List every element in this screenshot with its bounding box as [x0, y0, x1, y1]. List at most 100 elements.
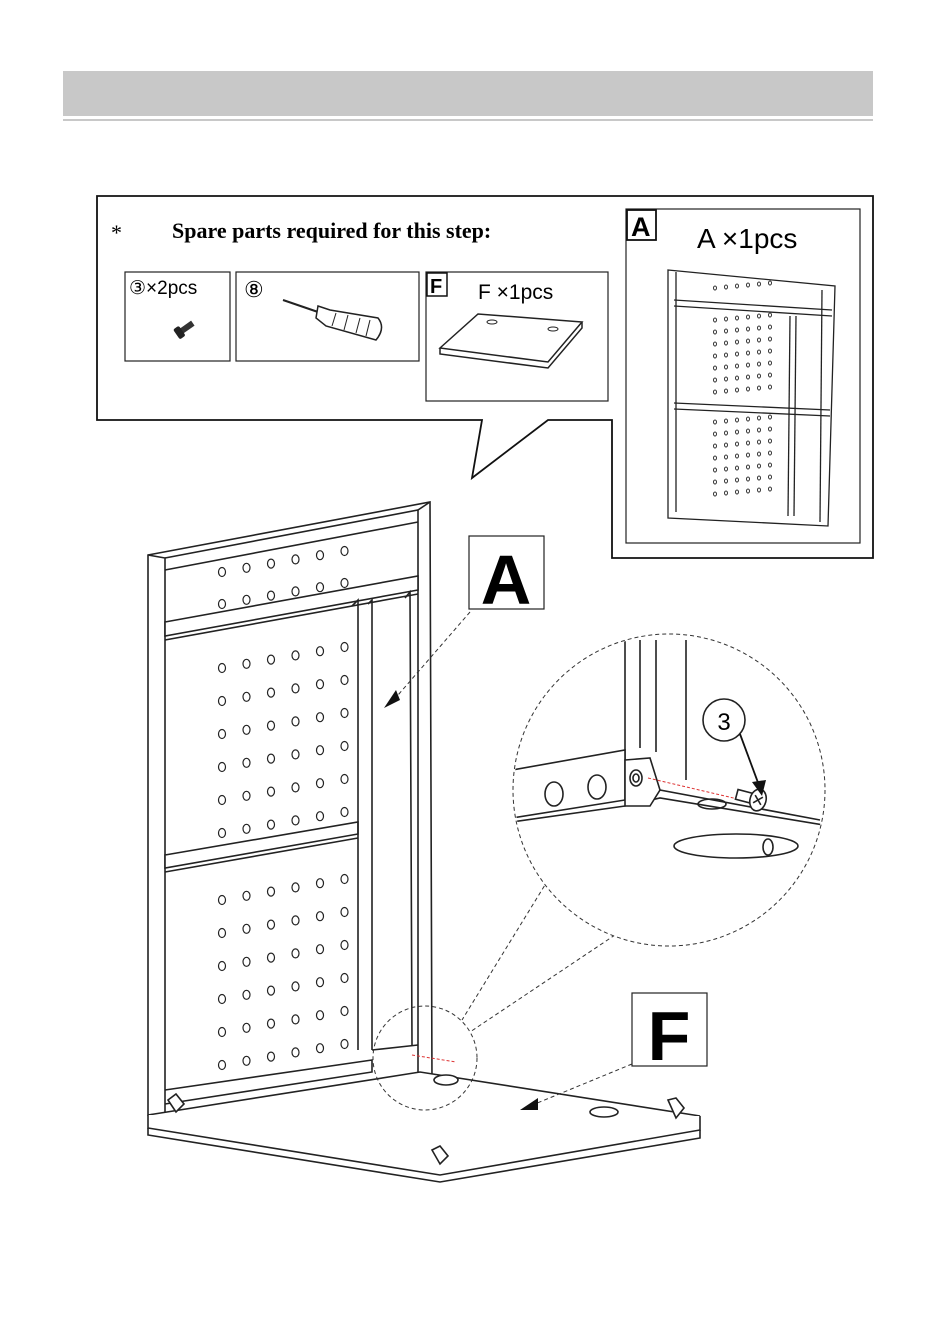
panel-hole — [317, 551, 324, 560]
panel-hole — [341, 1040, 348, 1049]
panel-hole — [219, 896, 226, 905]
panel-hole — [341, 875, 348, 884]
panel-hole — [219, 1061, 226, 1070]
panel-hole — [292, 587, 299, 596]
panel-hole — [268, 559, 275, 568]
panel-hole — [243, 1056, 250, 1065]
panel-hole — [317, 912, 324, 921]
panel-hole — [341, 579, 348, 588]
panel-hole — [292, 555, 299, 564]
panel-hole — [317, 746, 324, 755]
panel-hole — [317, 680, 324, 689]
callout-number: 3 — [717, 709, 730, 736]
panel-hole — [243, 659, 250, 668]
panel-hole — [341, 974, 348, 983]
part-a-label: A ×1pcs — [697, 223, 797, 254]
panel-hole — [219, 600, 226, 609]
panel-hole — [292, 651, 299, 660]
panel-hole — [219, 697, 226, 706]
panel-hole — [317, 779, 324, 788]
panel-hole — [341, 908, 348, 917]
panel-hole — [317, 647, 324, 656]
panel-hole — [317, 1011, 324, 1020]
panel-hole — [219, 995, 226, 1004]
panel-hole — [292, 684, 299, 693]
panel-hole — [317, 978, 324, 987]
panel-hole — [243, 758, 250, 767]
detail-zoom-circle: 3 — [462, 634, 830, 1032]
panel-hole — [219, 829, 226, 838]
panel-hole — [292, 1048, 299, 1057]
part-screwdriver-label: ⑧ — [244, 277, 264, 302]
panel-hole — [268, 787, 275, 796]
panel-hole — [317, 713, 324, 722]
panel-hole — [219, 962, 226, 971]
part-a-card: A A ×1pcs — [626, 209, 860, 543]
panel-hole — [243, 924, 250, 933]
panel-hole — [243, 824, 250, 833]
panel-hole — [292, 1015, 299, 1024]
panel-hole — [243, 891, 250, 900]
panel-hole — [219, 929, 226, 938]
panel-a-icon — [668, 270, 835, 526]
panel-hole — [317, 879, 324, 888]
panel-hole — [268, 986, 275, 995]
panel-hole — [268, 820, 275, 829]
panel-hole — [243, 692, 250, 701]
panel-hole — [219, 664, 226, 673]
panel-hole — [243, 1023, 250, 1032]
panel-hole — [341, 775, 348, 784]
panel-hole — [268, 953, 275, 962]
panel-hole — [219, 568, 226, 577]
panel-hole — [317, 812, 324, 821]
panel-hole — [243, 990, 250, 999]
panel-hole — [341, 547, 348, 556]
part-a-letter: A — [631, 212, 651, 242]
panel-hole — [292, 982, 299, 991]
panel-hole — [268, 655, 275, 664]
panel-hole — [292, 750, 299, 759]
panel-hole — [268, 688, 275, 697]
panel-hole — [243, 595, 250, 604]
panel-hole — [243, 791, 250, 800]
panel-hole — [341, 709, 348, 718]
part-screw-label: ③×2pcs — [129, 278, 197, 299]
part-f-letter: F — [430, 276, 442, 298]
panel-hole — [317, 1044, 324, 1053]
panel-hole — [219, 1028, 226, 1037]
panel-hole — [341, 676, 348, 685]
panel-hole — [292, 717, 299, 726]
panel-hole — [292, 816, 299, 825]
panel-hole — [268, 754, 275, 763]
panel-hole — [219, 796, 226, 805]
panel-a-upright — [148, 502, 432, 1115]
asterisk-symbol: * — [111, 220, 122, 245]
panel-hole — [341, 643, 348, 652]
panel-hole — [219, 763, 226, 772]
panel-hole — [243, 957, 250, 966]
panel-hole — [341, 1007, 348, 1016]
panel-hole — [341, 742, 348, 751]
panel-hole — [268, 1052, 275, 1061]
parts-heading: Spare parts required for this step: — [172, 218, 491, 243]
panel-hole — [268, 721, 275, 730]
panel-hole — [243, 563, 250, 572]
panel-hole — [317, 945, 324, 954]
panel-hole — [317, 583, 324, 592]
panel-hole — [292, 916, 299, 925]
part-screw-card: ③×2pcs — [125, 272, 230, 361]
part-f-card: F F ×1pcs — [426, 272, 608, 401]
panel-hole — [243, 725, 250, 734]
label-f-letter: F — [648, 997, 691, 1075]
label-a-letter: A — [481, 541, 532, 619]
panel-hole — [219, 730, 226, 739]
panel-hole — [292, 783, 299, 792]
panel-hole — [341, 941, 348, 950]
panel-hole — [292, 883, 299, 892]
panel-hole — [341, 808, 348, 817]
panel-hole — [268, 920, 275, 929]
panel-hole — [292, 949, 299, 958]
part-f-label: F ×1pcs — [478, 281, 553, 304]
panel-hole — [268, 1019, 275, 1028]
